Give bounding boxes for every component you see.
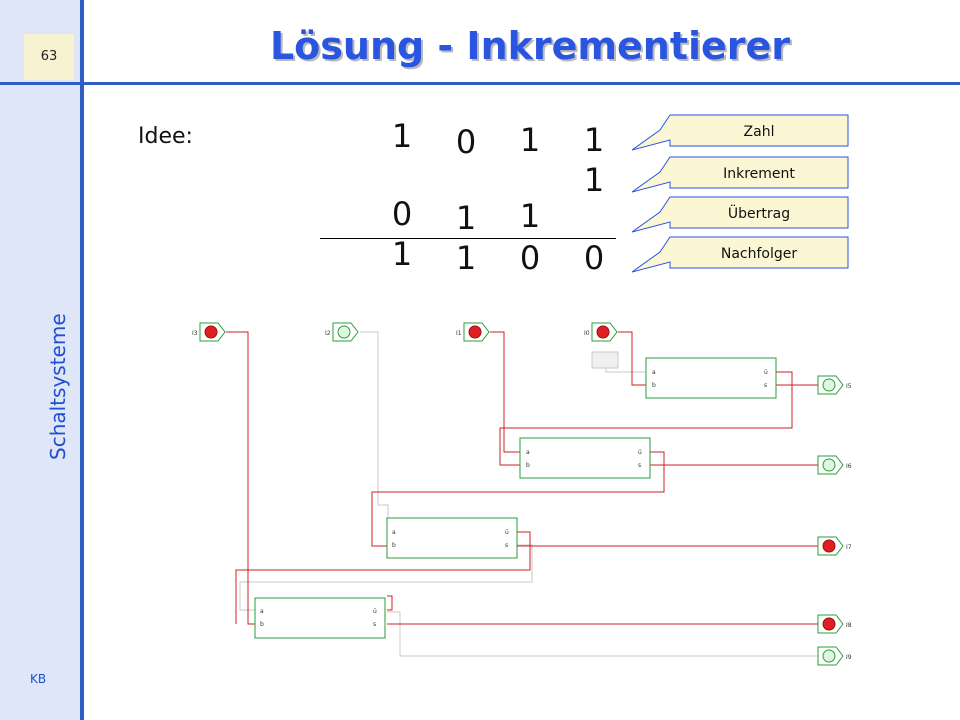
half-adder-block: a b ü s — [645, 357, 777, 399]
svg-text:ü: ü — [764, 369, 768, 376]
led-on-icon — [822, 617, 836, 631]
svg-text:I8: I8 — [846, 622, 852, 629]
constant-one-box — [591, 351, 619, 369]
input-pin-i0[interactable]: I0 — [584, 322, 618, 342]
zahl-digit: 1 — [583, 121, 605, 159]
callouts: Zahl Inkrement Übertrag Nachfolger — [631, 114, 849, 273]
callout-nachfolger: Nachfolger — [631, 236, 849, 273]
led-on-icon — [468, 325, 482, 339]
output-pin-i8: I8 — [817, 614, 852, 634]
svg-text:a: a — [260, 608, 264, 615]
svg-text:I3: I3 — [192, 330, 198, 337]
led-on-icon — [204, 325, 218, 339]
idea-label: Idee: — [138, 124, 193, 149]
header-divider — [0, 82, 960, 85]
svg-text:b: b — [260, 621, 264, 628]
svg-text:b: b — [526, 462, 530, 469]
input-pin-i2[interactable]: I2 — [325, 322, 359, 342]
svg-text:a: a — [652, 369, 656, 376]
uebertrag-digit: 0 — [391, 195, 413, 233]
svg-text:I1: I1 — [456, 330, 462, 337]
callout-label: Nachfolger — [721, 246, 798, 262]
nachfolger-digit: 0 — [519, 239, 541, 277]
svg-text:b: b — [392, 542, 396, 549]
slide-title: Lösung - Inkrementierer — [269, 24, 791, 68]
callout-inkrement: Inkrement — [631, 156, 849, 193]
input-pin-i1[interactable]: I1 — [456, 322, 490, 342]
led-on-icon — [596, 325, 610, 339]
nachfolger-digit: 0 — [583, 239, 605, 277]
callout-label: Inkrement — [723, 166, 795, 182]
svg-text:s: s — [638, 462, 641, 469]
half-adder-block: a b ü s — [254, 597, 386, 639]
svg-text:I0: I0 — [584, 330, 590, 337]
svg-text:I5: I5 — [846, 383, 852, 390]
output-pin-i6: I6 — [817, 455, 852, 475]
input-pin-i3[interactable]: I3 — [192, 322, 226, 342]
zahl-digit: 1 — [391, 117, 413, 155]
inactive-wires — [239, 331, 820, 657]
sum-line — [320, 238, 616, 239]
callout-label: Übertrag — [728, 204, 790, 222]
nachfolger-digit: 1 — [391, 235, 413, 273]
svg-text:a: a — [392, 529, 396, 536]
output-pin-i7: I7 — [817, 536, 852, 556]
half-adder-block: a b ü s — [519, 437, 651, 479]
page-number: 63 — [24, 34, 74, 80]
sidebar-divider — [80, 0, 84, 720]
output-pin-i9: I9 — [817, 646, 852, 666]
svg-text:b: b — [652, 382, 656, 389]
output-pin-i5: I5 — [817, 375, 852, 395]
callout-label: Zahl — [744, 124, 775, 140]
led-off-icon — [822, 378, 836, 392]
svg-text:I2: I2 — [325, 330, 331, 337]
svg-text:I6: I6 — [846, 463, 852, 470]
footer-initials: KB — [30, 672, 47, 686]
svg-text:s: s — [373, 621, 376, 628]
led-on-icon — [822, 539, 836, 553]
svg-text:a: a — [526, 449, 530, 456]
svg-text:I9: I9 — [846, 654, 852, 661]
half-adder-block: a b ü s — [386, 517, 518, 559]
nachfolger-digit: 1 — [455, 239, 477, 277]
zahl-digit: 0 — [455, 123, 477, 161]
zahl-digit: 1 — [519, 121, 541, 159]
led-off-icon — [337, 325, 351, 339]
uebertrag-digit: 1 — [455, 199, 477, 237]
svg-text:ü: ü — [638, 449, 642, 456]
inkrement-digit: 1 — [583, 161, 605, 199]
led-off-icon — [822, 458, 836, 472]
svg-text:ü: ü — [505, 529, 509, 536]
svg-text:s: s — [764, 382, 767, 389]
active-wires — [226, 331, 818, 625]
led-off-icon — [822, 649, 836, 663]
callout-uebertrag: Übertrag — [631, 196, 849, 233]
uebertrag-digit: 1 — [519, 197, 541, 235]
callout-zahl: Zahl — [631, 114, 849, 151]
svg-text:I7: I7 — [846, 544, 852, 551]
svg-text:s: s — [505, 542, 508, 549]
sidebar — [0, 0, 80, 720]
svg-text:ü: ü — [373, 608, 377, 615]
